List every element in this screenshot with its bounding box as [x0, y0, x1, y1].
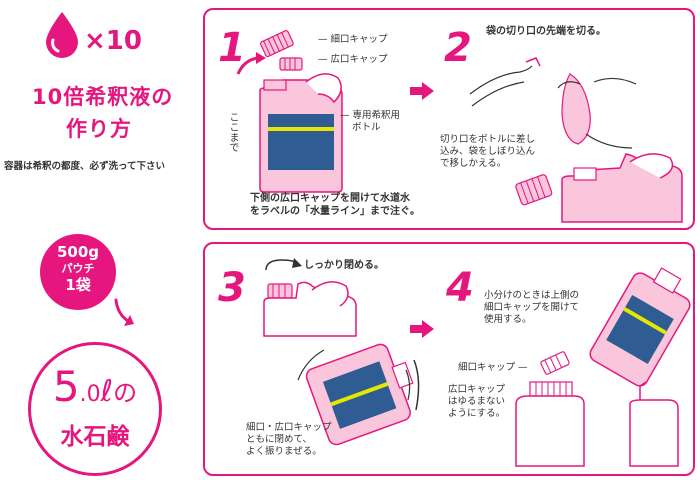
step-1-caps [259, 30, 303, 71]
step-4-bottle-caps [515, 381, 679, 467]
arrow-right-icon [410, 82, 434, 100]
label-wide-cap: — 広口キャップ [318, 54, 388, 65]
step-1-instruction: 下側の広口キャップを開けて水道水 をラベルの「水量ライン」まで注ぐ。 [250, 193, 420, 217]
step-3-shaking-bottle [297, 343, 420, 446]
step-3-shake-text: 細口・広口キャップ ともに閉めて、 よく振りまぜる。 [246, 422, 332, 457]
step-2-hands-pouch [469, 57, 637, 149]
step-1-bottle [259, 73, 343, 193]
arrow-right-icon-2 [410, 320, 434, 338]
step-4-tilted-bottle [589, 267, 691, 387]
result-badge: 5.0ℓの 水石鹸 [28, 342, 162, 476]
pouch-badge: 500g パウチ 1袋 [40, 234, 116, 310]
drop-icon [46, 12, 78, 58]
label-koko: ここまで [227, 112, 238, 152]
result-small: .0 [79, 382, 101, 407]
result-no: の [113, 379, 138, 407]
step-4-cap [540, 351, 570, 375]
step-4-number: 4 [446, 265, 474, 311]
step-2-number: 2 [444, 25, 472, 71]
result-label: 水石鹸 [60, 424, 130, 450]
step-4-small-cap-label: 細口キャップ — [458, 362, 528, 373]
step-4-portion-text: 小分けのときは上側の 細口キャップを開けて 使用する。 [484, 290, 580, 325]
note-text: 容器は希釈の都度、必ず洗って下さい [4, 161, 166, 172]
step-3-close-text: しっかり閉める。 [304, 260, 384, 271]
step-3-bottle-top [263, 281, 357, 337]
step-2-insert-text: 切り口をボトルに差し 込み、袋をしぼり込ん で移しかえる。 [440, 134, 536, 169]
result-unit: ℓ [100, 374, 114, 409]
step-1-curved-arrow [236, 52, 266, 75]
step-3-number: 3 [218, 265, 246, 311]
curved-arrow-icon [114, 298, 134, 326]
pouch-line-1: 500g [56, 243, 100, 261]
result-big: 5 [52, 362, 80, 411]
label-bottle: — 専用希釈用ボトル [340, 110, 401, 133]
title-line-1: 10倍希釈液の [32, 85, 174, 109]
title-line-2: 作り方 [66, 117, 132, 141]
step-4-wide-cap-text: 広口キャップ はゆるまない ようにする。 [448, 384, 506, 419]
step-1-number: 1 [218, 25, 246, 71]
step-2-cut-text: 袋の切り口の先端を切る。 [486, 26, 606, 37]
pouch-line-3: 1袋 [65, 276, 91, 294]
multiplier-text: ×10 [84, 26, 142, 56]
pouch-line-2: パウチ [61, 262, 95, 275]
label-small-cap: — 細口キャップ [318, 34, 388, 45]
rotate-arrow-icon [265, 258, 302, 271]
step-2-bottle [515, 153, 683, 223]
